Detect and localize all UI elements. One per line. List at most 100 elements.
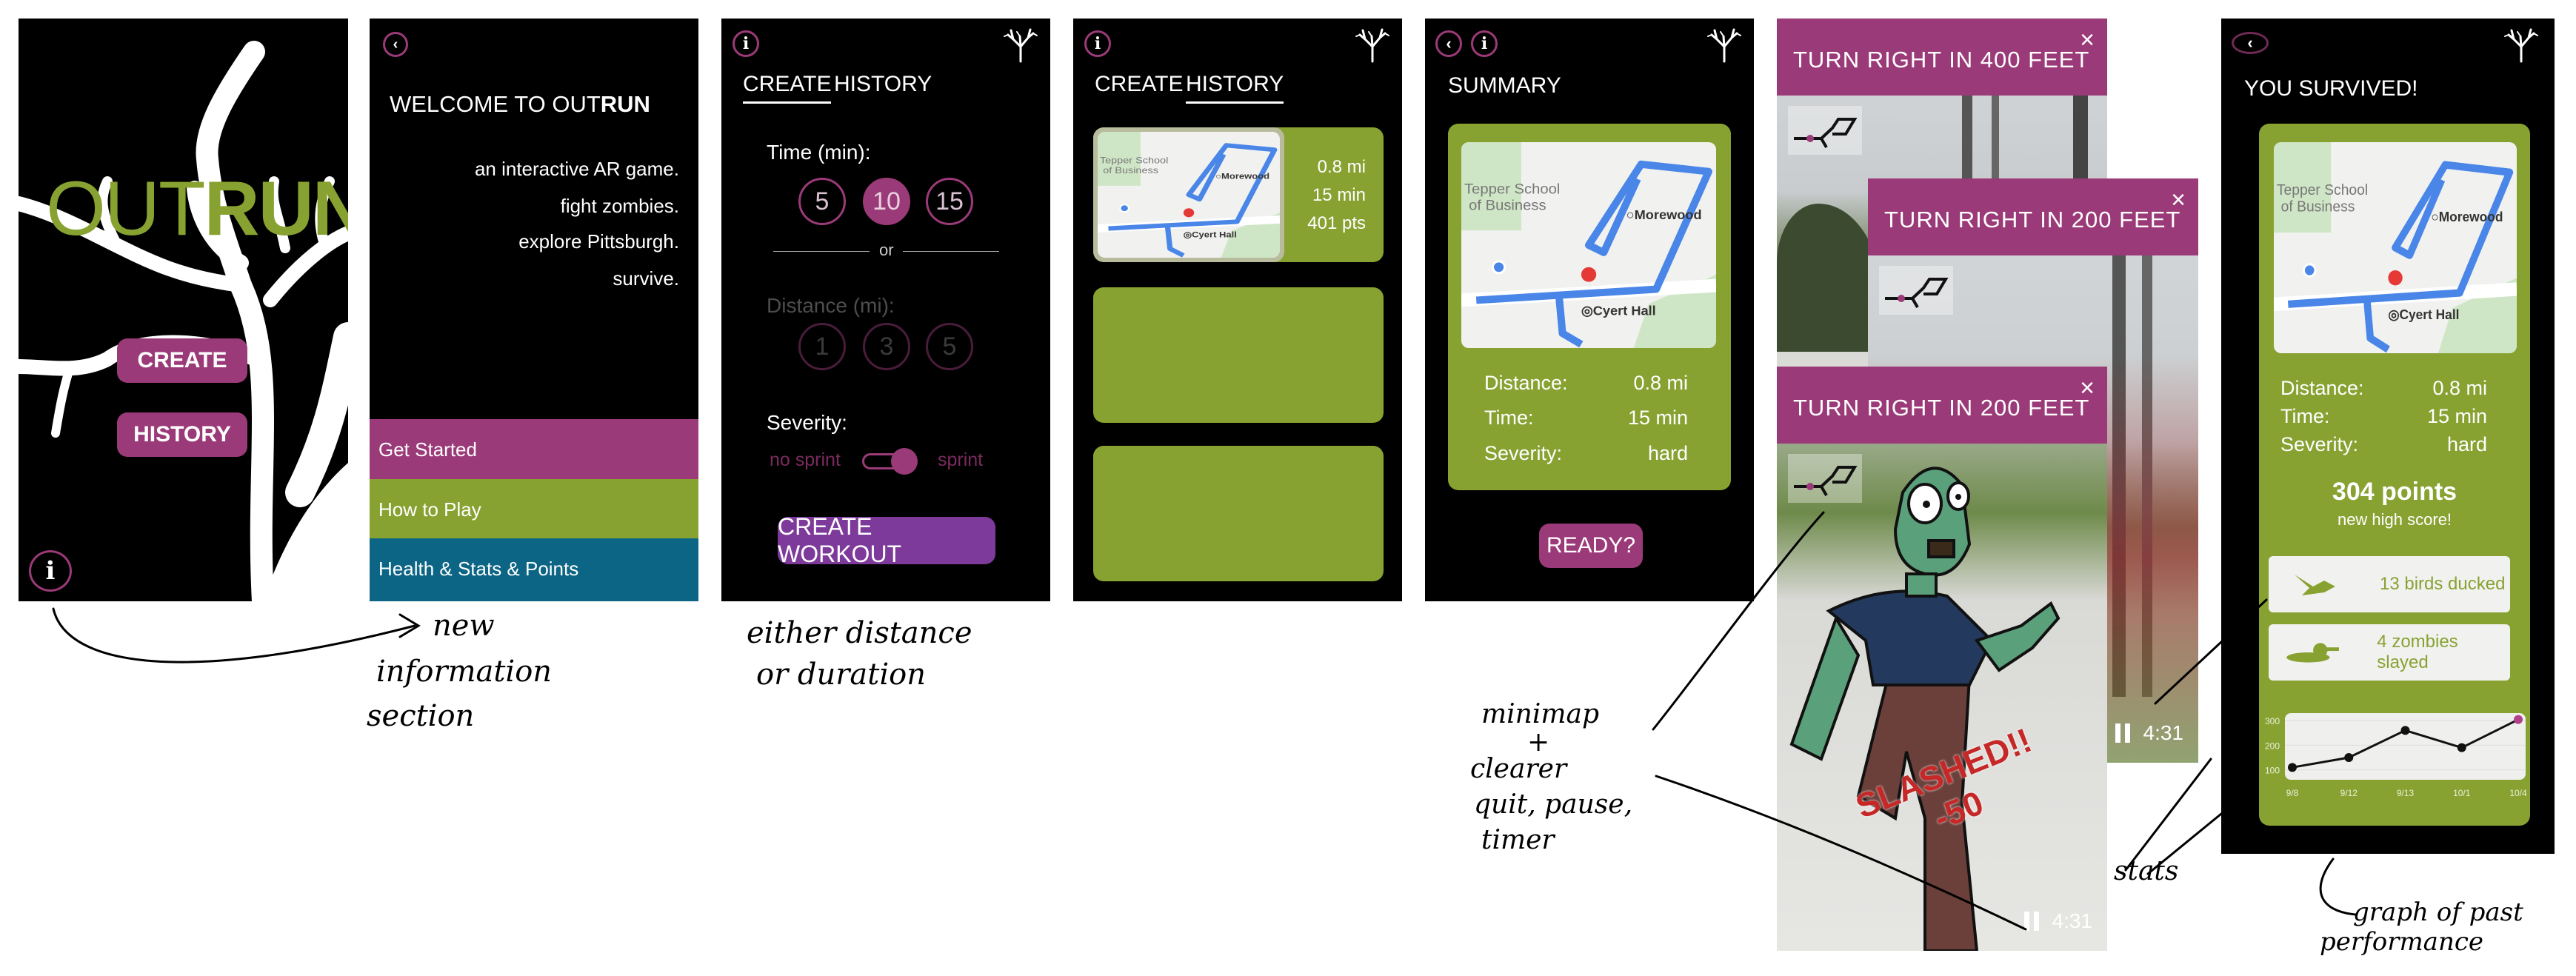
- data-point: [2514, 715, 2523, 724]
- y-tick-label: 300: [2265, 716, 2280, 726]
- history-entry-empty[interactable]: [1093, 287, 1384, 423]
- route-map: Tepper School of Business ○Morewood ◎Cye…: [1461, 142, 1716, 348]
- tab-create[interactable]: CREATE: [1095, 72, 1184, 96]
- ready-button[interactable]: READY?: [1539, 524, 1643, 568]
- tab-history[interactable]: HISTORY: [1186, 72, 1284, 104]
- fallen-zombie-icon: [2286, 643, 2339, 663]
- tree-icon[interactable]: [1706, 26, 1743, 67]
- direction-text: TURN RIGHT IN 200 FEET: [1793, 395, 2090, 421]
- close-icon[interactable]: ×: [2080, 374, 2095, 402]
- row-value: hard: [1647, 442, 1688, 464]
- create-workout-button[interactable]: CREATE WORKOUT: [778, 513, 995, 567]
- note-graph-2: performance: [2320, 927, 2484, 957]
- tree-icon[interactable]: [1002, 26, 1039, 67]
- note-ar-2: +: [1527, 727, 1550, 758]
- note-ar-5: timer: [1481, 825, 1555, 855]
- x-tick-label: 9/12: [2340, 788, 2358, 798]
- back-icon[interactable]: ‹: [1435, 30, 1462, 57]
- back-icon[interactable]: ‹: [2232, 32, 2269, 54]
- tagline-4: survive.: [613, 267, 679, 290]
- note-info-3: section: [367, 699, 475, 733]
- park-area: [1461, 142, 1521, 231]
- create-screen: i CREATE HISTORY Time (min): 5 10 15 or …: [721, 19, 1050, 601]
- note-ar-3: clearer: [1470, 754, 1567, 784]
- arrow-line: [52, 607, 416, 664]
- entry-distance: 0.8 mi: [1317, 157, 1366, 177]
- tagline-3: explore Pittsburgh.: [518, 230, 679, 253]
- history-screen: i CREATE HISTORY Tepper School of Busine…: [1073, 19, 1402, 601]
- info-icon[interactable]: i: [733, 30, 759, 57]
- park-area: [2274, 142, 2332, 233]
- create-button[interactable]: CREATE: [117, 338, 247, 383]
- pause-icon[interactable]: [2115, 723, 2130, 743]
- time-option-5[interactable]: 5: [798, 178, 846, 225]
- birds-stat: 13 birds ducked: [2269, 556, 2510, 612]
- pointer-line: [1652, 511, 1825, 731]
- note-stats: stats: [2114, 856, 2179, 886]
- row-label: Distance:: [2280, 377, 2364, 399]
- summary-screen: ‹ i SUMMARY Tepper School of Business ○M…: [1425, 19, 1754, 601]
- arrow-head: [398, 613, 421, 638]
- summary-card: Tepper School of Business ○Morewood ◎Cye…: [1448, 124, 1731, 490]
- note-graph-1: graph of past: [2353, 898, 2523, 927]
- distance-option-3[interactable]: 3: [863, 323, 910, 370]
- route-line: [1108, 143, 1278, 258]
- pointer-line: [2146, 806, 2231, 875]
- time-option-10[interactable]: 10: [863, 178, 910, 225]
- map-label-morewood: ○Morewood: [2431, 209, 2503, 224]
- time-option-15[interactable]: 15: [926, 178, 973, 225]
- home-screen: OUTRUN CREATE HISTORY i: [19, 19, 348, 601]
- tree-glyph: [1004, 28, 1038, 63]
- tree-glyph: [1707, 28, 1741, 63]
- minimap[interactable]: [1879, 266, 1953, 315]
- data-point: [2344, 753, 2354, 762]
- direction-banner: TURN RIGHT IN 400 FEET×: [1777, 19, 2107, 96]
- menu-how-to-play[interactable]: How to Play: [370, 479, 698, 538]
- minimap[interactable]: [1788, 454, 1862, 503]
- tab-create[interactable]: CREATE: [743, 72, 832, 104]
- ar-view-3: TURN RIGHT IN 200 FEET× SLASHED!!-50 4:3…: [1777, 367, 2107, 951]
- pause-icon[interactable]: [2023, 912, 2039, 931]
- route-map: Tepper School of Business ○Morewood ◎Cye…: [1098, 132, 1280, 258]
- distance-option-1[interactable]: 1: [798, 323, 846, 370]
- menu-label: Get Started: [378, 438, 477, 461]
- timer-text: 4:31: [2052, 909, 2093, 932]
- data-point: [2457, 743, 2466, 752]
- zombies-stat: 4 zombies slayed: [2269, 624, 2510, 681]
- close-icon[interactable]: ×: [2080, 26, 2095, 54]
- map-label-cyert: ◎Cyert Hall: [2388, 307, 2459, 323]
- menu-health-stats[interactable]: Health & Stats & Points: [370, 538, 698, 601]
- result-title: YOU SURVIVED!: [2244, 76, 2418, 101]
- severity-toggle[interactable]: [862, 448, 918, 475]
- timer: 4:31: [2115, 721, 2183, 745]
- toggle-knob[interactable]: [891, 448, 918, 475]
- direction-text: TURN RIGHT IN 200 FEET: [1884, 207, 2181, 233]
- distance-option-5[interactable]: 5: [926, 323, 973, 370]
- history-entry-empty[interactable]: [1093, 446, 1384, 581]
- tree-icon[interactable]: [2503, 26, 2540, 67]
- minimap[interactable]: [1788, 106, 1862, 155]
- map-label-school: of Business: [2281, 198, 2355, 215]
- welcome-screen: ‹ WELCOME TO OUTRUN an interactive AR ga…: [370, 19, 698, 601]
- divider: [903, 251, 999, 252]
- note-create-2: or duration: [756, 658, 926, 692]
- summary-title: SUMMARY: [1448, 73, 1561, 98]
- menu-get-started[interactable]: Get Started: [370, 419, 698, 479]
- result-card: Tepper School of Business ○Morewood ◎Cye…: [2259, 124, 2530, 826]
- close-icon[interactable]: ×: [2171, 186, 2186, 214]
- back-icon[interactable]: ‹: [383, 32, 408, 57]
- history-button[interactable]: HISTORY: [117, 412, 247, 457]
- tree-glyph: [1355, 28, 1389, 63]
- tab-history[interactable]: HISTORY: [834, 72, 932, 96]
- direction-text: TURN RIGHT IN 400 FEET: [1793, 47, 2090, 73]
- route-map: Tepper School of Business ○Morewood ◎Cye…: [2274, 142, 2517, 353]
- info-icon[interactable]: i: [1471, 30, 1498, 57]
- x-tick-label: 10/1: [2453, 788, 2471, 798]
- tree-icon[interactable]: [1354, 26, 1391, 67]
- row-value: hard: [2446, 433, 2487, 455]
- info-icon[interactable]: i: [1084, 30, 1111, 57]
- history-entry[interactable]: Tepper School of Business ○Morewood ◎Cye…: [1093, 127, 1384, 262]
- info-icon[interactable]: i: [29, 550, 72, 592]
- map-label-cyert: ◎Cyert Hall: [1581, 303, 1656, 318]
- current-location: [1119, 204, 1130, 213]
